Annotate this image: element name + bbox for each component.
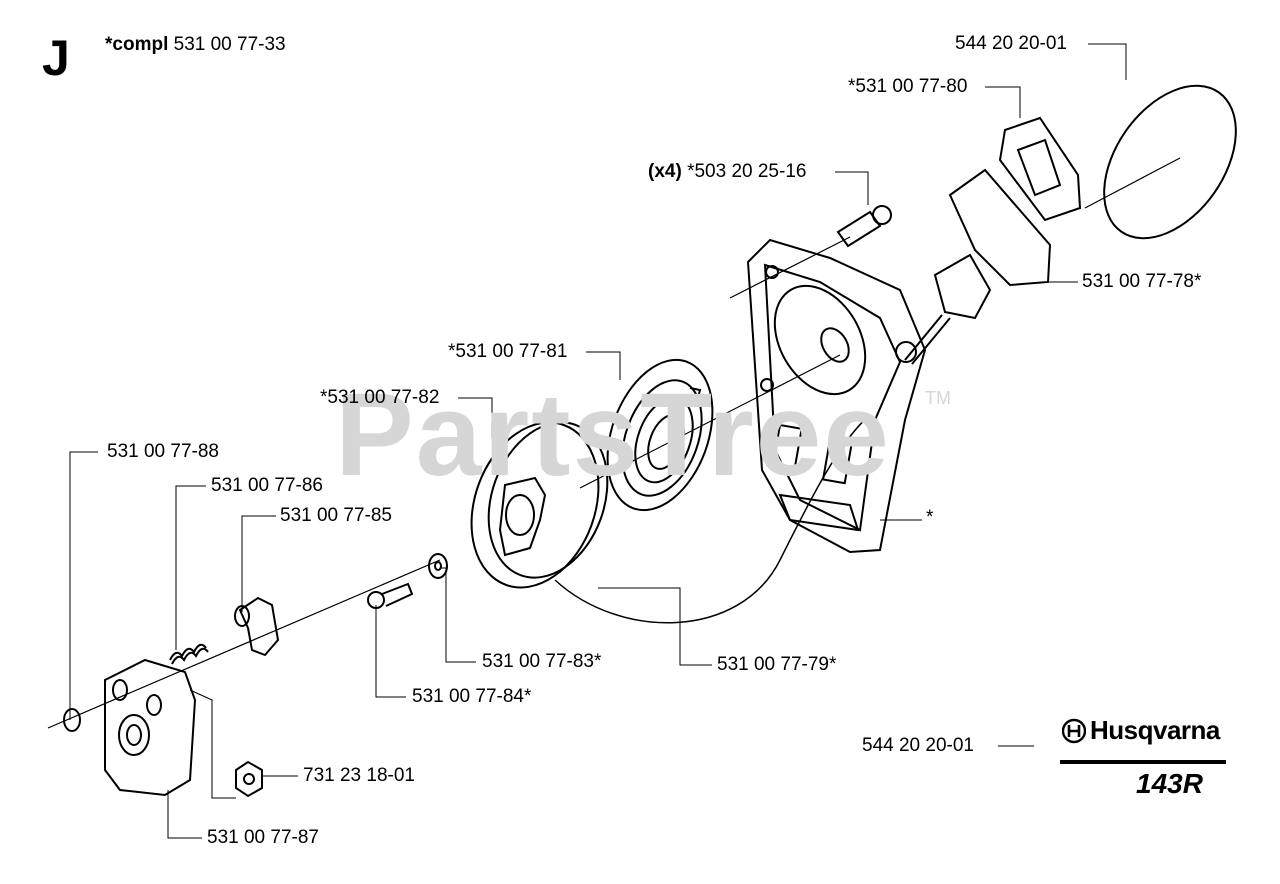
callout-544-20-20-01-bottom[interactable]: 544 20 20-01 [862, 735, 974, 756]
complete-assembly-label: *compl 531 00 77-33 [105, 34, 286, 56]
callout-531-00-77-87[interactable]: 531 00 77-87 [207, 827, 319, 848]
callout-531-00-77-88[interactable]: 531 00 77-88 [107, 441, 219, 462]
callout-housing-star[interactable]: * [926, 507, 934, 528]
pawl-spring [169, 643, 209, 665]
watermark-trademark: TM [925, 388, 951, 408]
callout-731-23-18-01[interactable]: 731 23 18-01 [303, 765, 415, 786]
callout-503-20-25-16[interactable]: (x4) *503 20 25-16 [648, 161, 806, 183]
pulley-screw [367, 582, 414, 609]
circlip [63, 708, 81, 732]
compl-part-number: 531 00 77-33 [173, 34, 286, 55]
section-letter: J [42, 30, 70, 86]
callout-531-00-77-82[interactable]: *531 00 77-82 [320, 387, 440, 408]
part-503-20-25-16: *503 20 25-16 [687, 161, 807, 182]
brand-logo: Husqvarna [1062, 715, 1220, 746]
compl-prefix: *compl [105, 34, 169, 55]
callout-531-00-77-78[interactable]: 531 00 77-78* [1082, 271, 1202, 292]
callout-544-20-20-01-top[interactable]: 544 20 20-01 [955, 33, 1067, 54]
starter-housing [746, 238, 927, 554]
callout-531-00-77-84[interactable]: 531 00 77-84* [412, 686, 532, 707]
callout-531-00-77-81[interactable]: *531 00 77-81 [448, 341, 568, 362]
housing-bolt [836, 205, 892, 248]
watermark: PartsTree [335, 369, 891, 501]
starter-rope [554, 414, 871, 624]
washer [428, 553, 448, 579]
starter-handle [904, 116, 1082, 365]
hex-nut [235, 760, 263, 798]
rope-pulley [470, 421, 609, 589]
brand-divider [1060, 760, 1226, 764]
recoil-spring [606, 358, 714, 512]
callout-531-00-77-85[interactable]: 531 00 77-85 [280, 505, 392, 526]
cover-plate [104, 658, 197, 797]
model-number: 143R [1136, 768, 1203, 799]
callout-531-00-77-79[interactable]: 531 00 77-79* [717, 654, 837, 675]
husqvarna-crown-icon [1062, 718, 1086, 743]
brand-name: Husqvarna [1090, 715, 1220, 745]
callout-531-00-77-86[interactable]: 531 00 77-86 [211, 475, 323, 496]
callout-531-00-77-83[interactable]: 531 00 77-83* [482, 651, 602, 672]
callout-531-00-77-80[interactable]: *531 00 77-80 [848, 76, 968, 97]
decal-disc [1103, 84, 1237, 240]
starter-pawl [234, 596, 280, 657]
leader-lines [69, 43, 1127, 839]
quantity-x4: (x4) [648, 161, 682, 182]
